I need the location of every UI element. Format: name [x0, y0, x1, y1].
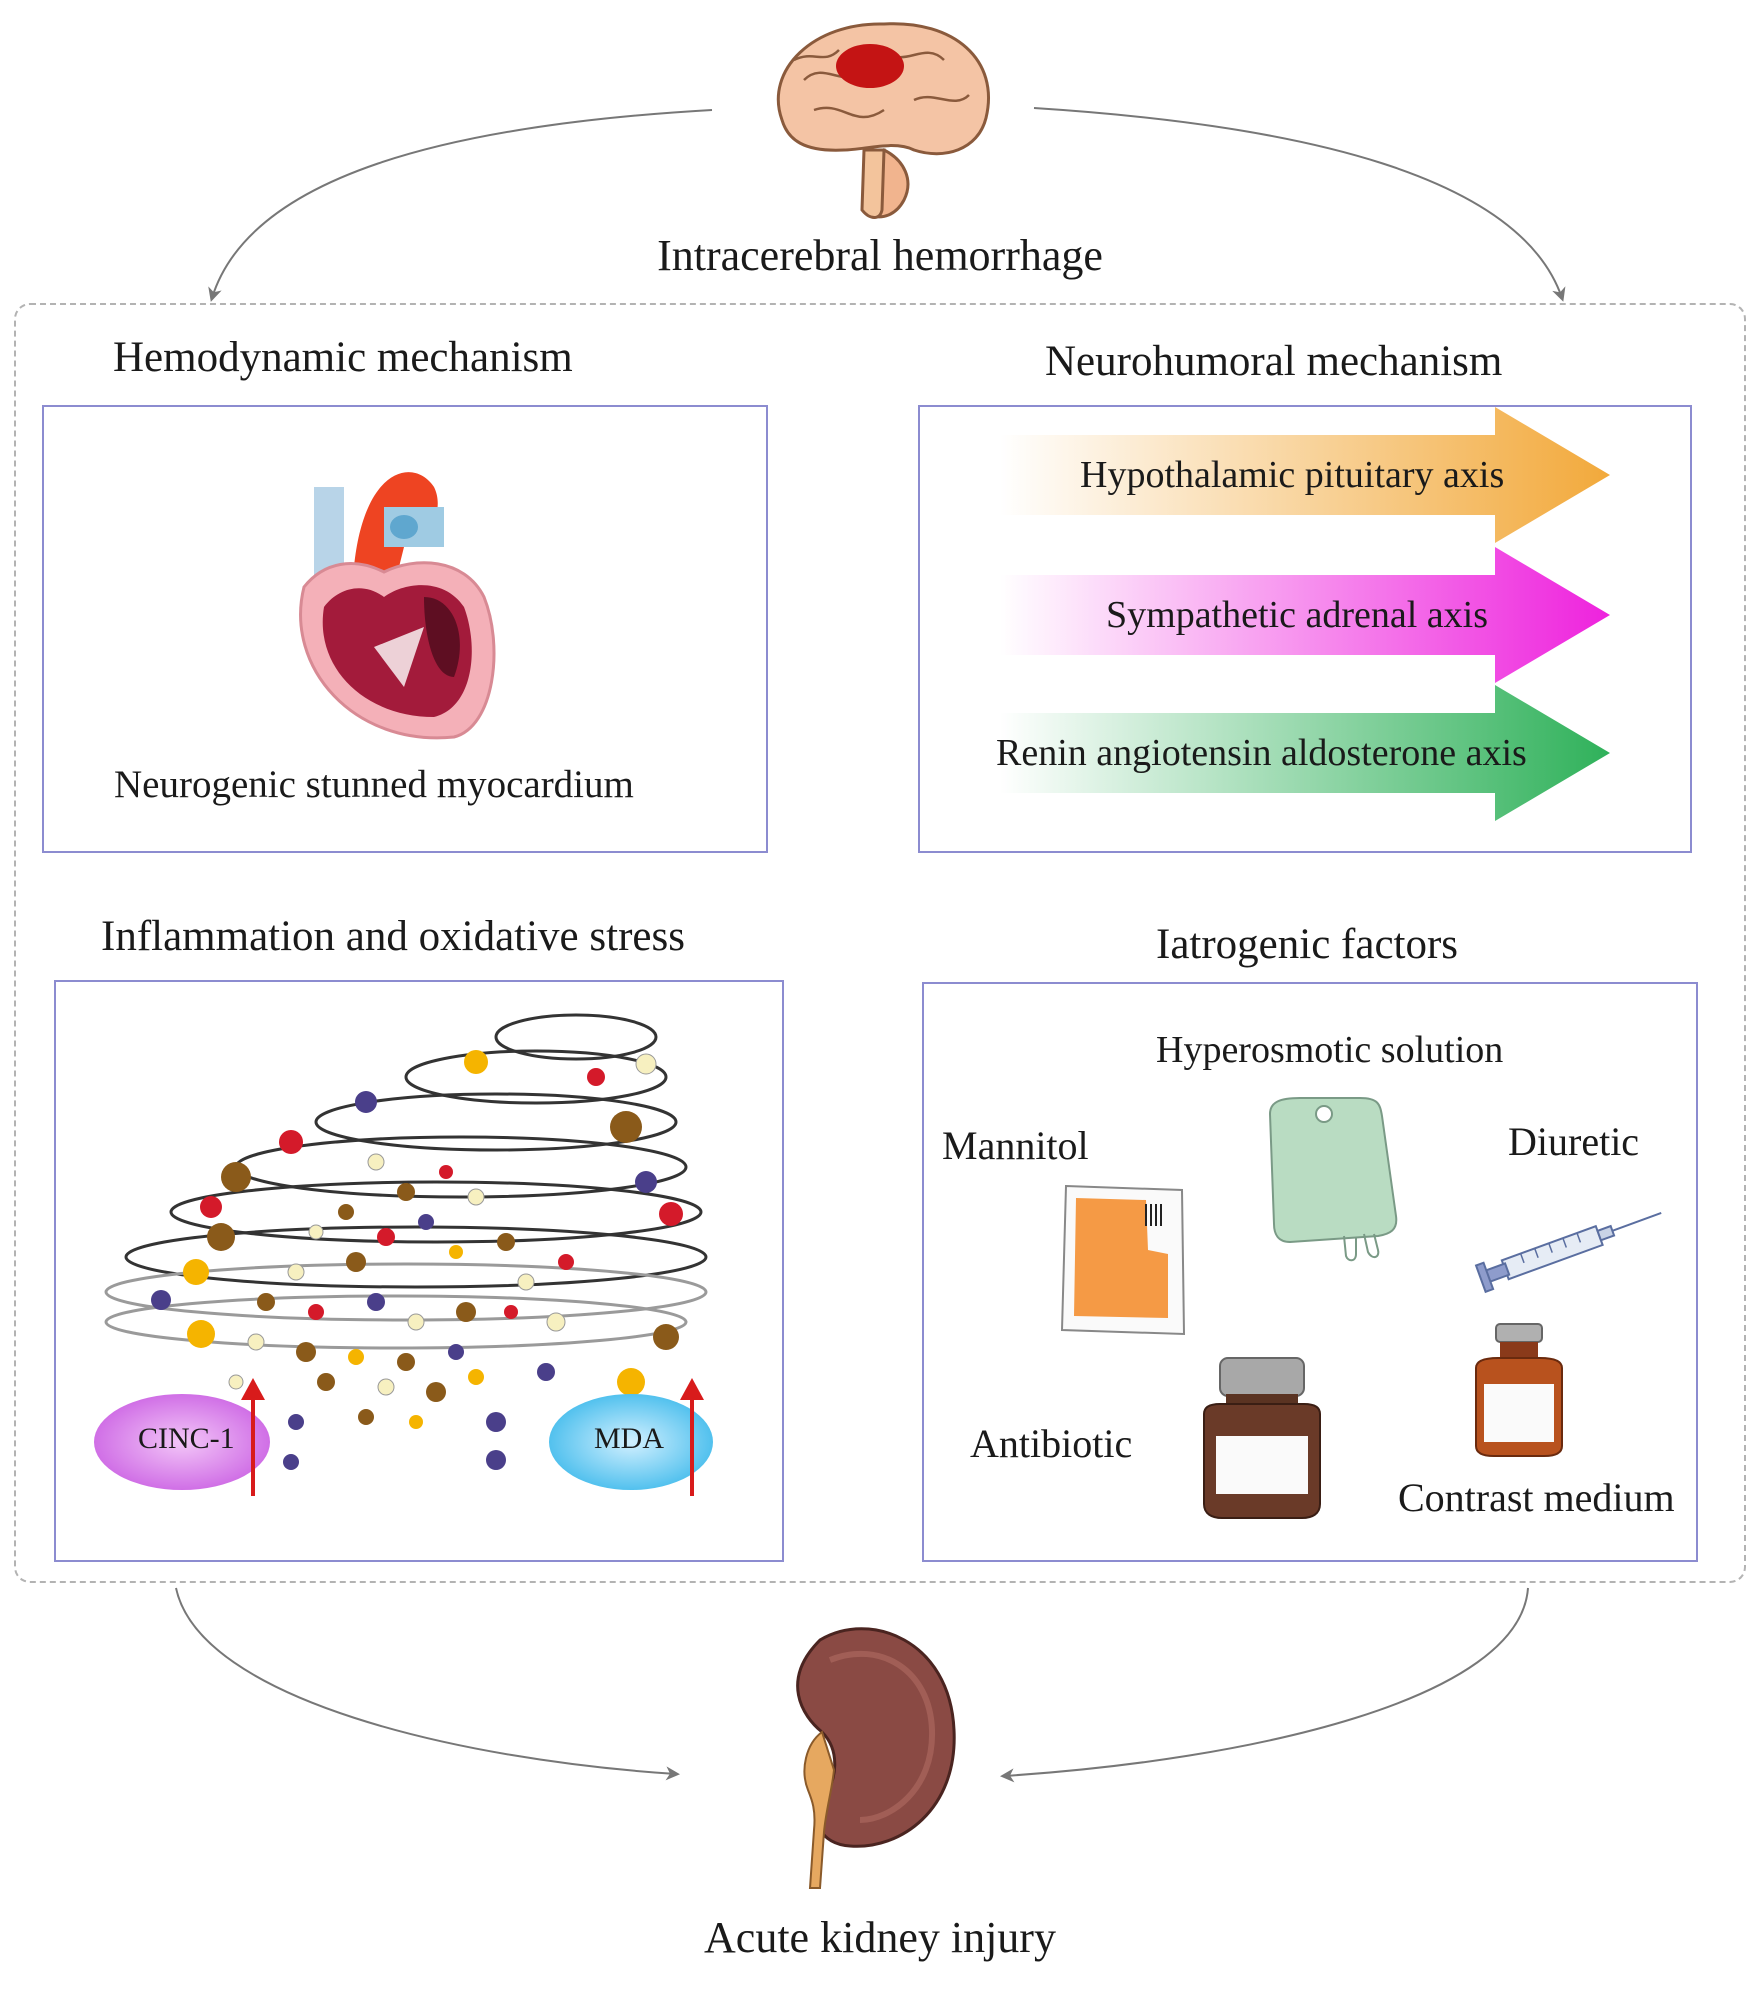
cinc1-ellipse: [94, 1394, 270, 1490]
renin-arrow: [1000, 685, 1610, 821]
mda-ellipse: [549, 1394, 713, 1490]
antibiotic-label: Antibiotic: [970, 1421, 1133, 1466]
axis-arrows: [1000, 407, 1610, 821]
kidney-illustration: [796, 1627, 956, 1889]
iatrogenic-title: Iatrogenic factors: [1156, 921, 1459, 968]
arrow-right-to-kidney: [1000, 1587, 1529, 1783]
arrow-left-to-kidney: [175, 1587, 680, 1781]
renin-label: Renin angiotensin aldosterone axis: [996, 732, 1527, 774]
stunned-myocardium-caption: Neurogenic stunned myocardium: [114, 763, 634, 806]
arrow-brain-to-left: [208, 109, 713, 302]
mda-label: MDA: [594, 1422, 665, 1455]
sympathetic-label: Sympathetic adrenal axis: [1106, 594, 1488, 636]
inflammation-box: CINC-1 MDA: [54, 980, 784, 1562]
iatrogenic-box: Hyperosmotic solution Mannitol Diuretic …: [922, 982, 1698, 1562]
mannitol-label: Mannitol: [942, 1123, 1089, 1168]
neurohumoral-box: Hypothalamic pituitary axis Sympathetic …: [918, 405, 1692, 853]
intracerebral-hemorrhage-label: Intracerebral hemorrhage: [657, 231, 1103, 280]
arrow-brain-to-right: [1033, 107, 1566, 302]
diuretic-label: Diuretic: [1508, 1119, 1640, 1164]
mda-up-arrow: [680, 1378, 704, 1496]
brain-illustration: [776, 22, 990, 219]
antibiotic-bottle-icon: [1203, 1357, 1321, 1519]
syringe-icon: [1474, 1212, 1662, 1294]
mannitol-pack-icon: [1060, 1184, 1186, 1336]
cinc1-label: CINC-1: [138, 1422, 235, 1455]
contrast-medium-label: Contrast medium: [1398, 1475, 1675, 1520]
hypothalamic-arrow: [1000, 407, 1610, 543]
sympathetic-arrow: [1000, 547, 1610, 683]
mechanisms-frame: [14, 303, 1746, 1583]
heart-illustration: [299, 472, 496, 740]
hypothalamic-label: Hypothalamic pituitary axis: [1080, 454, 1505, 496]
hemodynamic-title: Hemodynamic mechanism: [113, 334, 573, 381]
hyperosmotic-label: Hyperosmotic solution: [1156, 1029, 1504, 1071]
neurohumoral-title: Neurohumoral mechanism: [1045, 338, 1503, 385]
cinc1-up-arrow: [241, 1378, 265, 1496]
hemodynamic-box: Neurogenic stunned myocardium: [42, 405, 768, 853]
contrast-vial-icon: [1475, 1323, 1563, 1457]
acute-kidney-injury-label: Acute kidney injury: [704, 1913, 1056, 1962]
iv-bag-icon: [1268, 1097, 1398, 1262]
particle-spiral-illustration: [104, 1013, 708, 1470]
inflammation-title: Inflammation and oxidative stress: [101, 913, 685, 960]
